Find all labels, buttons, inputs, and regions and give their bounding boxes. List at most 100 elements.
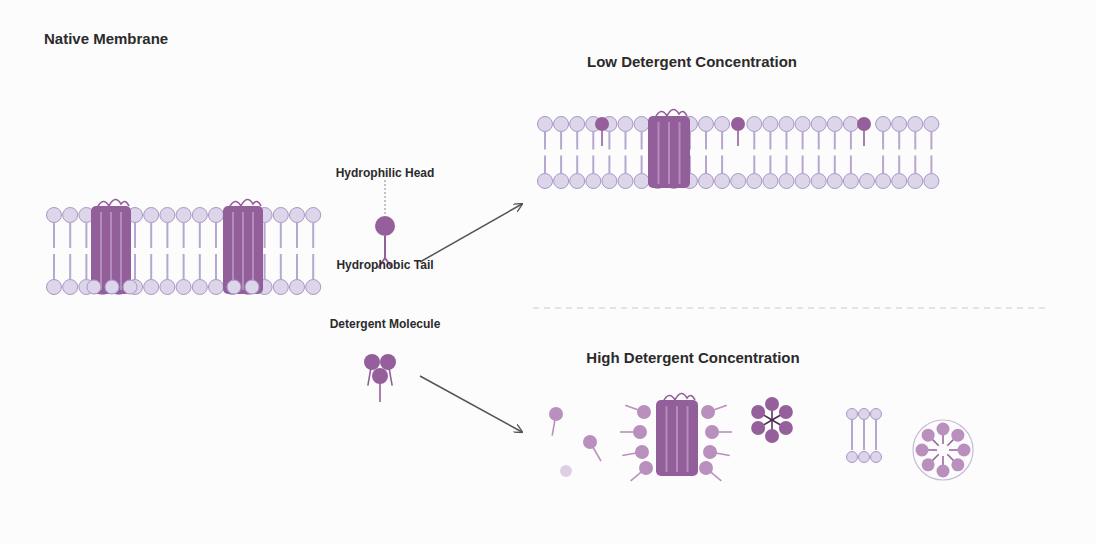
lipid-head xyxy=(570,117,585,132)
lipid-tail xyxy=(882,156,884,174)
lipid-head xyxy=(586,174,601,189)
detergent-head xyxy=(595,117,609,131)
lipid-tail xyxy=(850,156,852,174)
lipid-head xyxy=(538,117,553,132)
lipid-tail xyxy=(914,132,916,150)
lipid-head xyxy=(715,174,730,189)
protein-loop xyxy=(663,393,695,402)
lipid-head xyxy=(795,174,810,189)
lipid-tail xyxy=(882,132,884,150)
lipid-tail xyxy=(850,132,852,150)
lipid-tail xyxy=(296,223,298,248)
micelle-head xyxy=(937,465,950,478)
lipid-head xyxy=(245,280,259,294)
protein-helix xyxy=(679,122,681,184)
protein-helix xyxy=(100,212,102,290)
detergent-head xyxy=(857,117,871,131)
lipid-tail xyxy=(753,132,755,150)
protein-helix xyxy=(242,212,244,290)
lipid-tail xyxy=(544,132,546,150)
lipid-head xyxy=(209,208,224,223)
lipid-head xyxy=(827,174,842,189)
lipid-head xyxy=(570,174,585,189)
detergent-head xyxy=(701,405,715,419)
micelle-head xyxy=(958,444,971,457)
protein-helix xyxy=(120,212,122,290)
lipid-tail xyxy=(215,254,217,279)
arrow-low xyxy=(420,204,522,262)
lipid-tail xyxy=(753,156,755,174)
lipid-head xyxy=(176,280,191,295)
lipid-head xyxy=(892,174,907,189)
lipid-tail xyxy=(183,223,185,248)
lipid-tail xyxy=(802,132,804,150)
mixed-micelle-outline xyxy=(913,420,973,480)
panel-heading: Low Detergent Concentration xyxy=(587,53,797,71)
lipid-head xyxy=(924,174,939,189)
lipid-tail xyxy=(544,156,546,174)
lipid-head xyxy=(924,117,939,132)
lipid-tail xyxy=(930,132,932,150)
lipid-tail xyxy=(834,156,836,174)
lipid-tail xyxy=(851,420,853,450)
detergent-head xyxy=(583,435,597,449)
lipid-head xyxy=(843,117,858,132)
lipid-tail xyxy=(166,254,168,279)
lipid-head xyxy=(859,409,870,420)
protein-helix xyxy=(676,406,678,472)
panel-heading: High Detergent Concentration xyxy=(586,349,799,367)
micelle-head xyxy=(751,405,765,419)
detergent-head xyxy=(375,216,395,236)
lipid-head xyxy=(876,117,891,132)
lipid-tail xyxy=(592,156,594,174)
protein-helix xyxy=(658,122,660,184)
lipid-head xyxy=(634,117,649,132)
micelle-head xyxy=(765,429,779,443)
detergent-head xyxy=(705,425,719,439)
detergent-head xyxy=(637,405,651,419)
leader-line xyxy=(385,180,386,215)
lipid-tail xyxy=(280,223,282,248)
lipid-head xyxy=(779,174,794,189)
lipid-tail xyxy=(834,132,836,150)
lipid-tail xyxy=(134,223,136,248)
panel-divider xyxy=(533,308,1045,309)
lipid-tail xyxy=(199,223,201,248)
lipid-tail xyxy=(296,254,298,279)
lipid-tail xyxy=(69,223,71,248)
lipid-tail xyxy=(818,132,820,150)
membrane-protein xyxy=(648,116,690,188)
lipid-head xyxy=(876,174,891,189)
lipid-tail xyxy=(312,254,314,279)
lipid-head xyxy=(847,452,858,463)
lipid-head xyxy=(731,174,746,189)
lipid-head xyxy=(843,174,858,189)
lipid-head xyxy=(618,117,633,132)
lipid-head xyxy=(227,280,241,294)
lipid-tail xyxy=(560,156,562,174)
lipid-head xyxy=(144,208,159,223)
detergent-head xyxy=(731,117,745,131)
protein-helix xyxy=(252,212,254,290)
protein-helix xyxy=(687,406,689,472)
lipid-tail xyxy=(215,223,217,248)
lipid-tail xyxy=(264,223,266,248)
lipid-head xyxy=(160,208,175,223)
lipid-head xyxy=(144,280,159,295)
lipid-head xyxy=(554,117,569,132)
lipid-tail xyxy=(53,254,55,279)
detergent-monomer xyxy=(560,465,572,477)
lipid-head xyxy=(634,174,649,189)
lipid-head xyxy=(763,174,778,189)
lipid-head xyxy=(908,174,923,189)
protein-loop xyxy=(655,109,687,118)
micelle-head xyxy=(922,429,935,442)
lipid-head xyxy=(306,208,321,223)
lipid-tail xyxy=(150,223,152,248)
lipid-tail xyxy=(85,254,87,279)
lipid-head xyxy=(871,452,882,463)
lipid-head xyxy=(63,208,78,223)
lipid-tail xyxy=(312,223,314,248)
